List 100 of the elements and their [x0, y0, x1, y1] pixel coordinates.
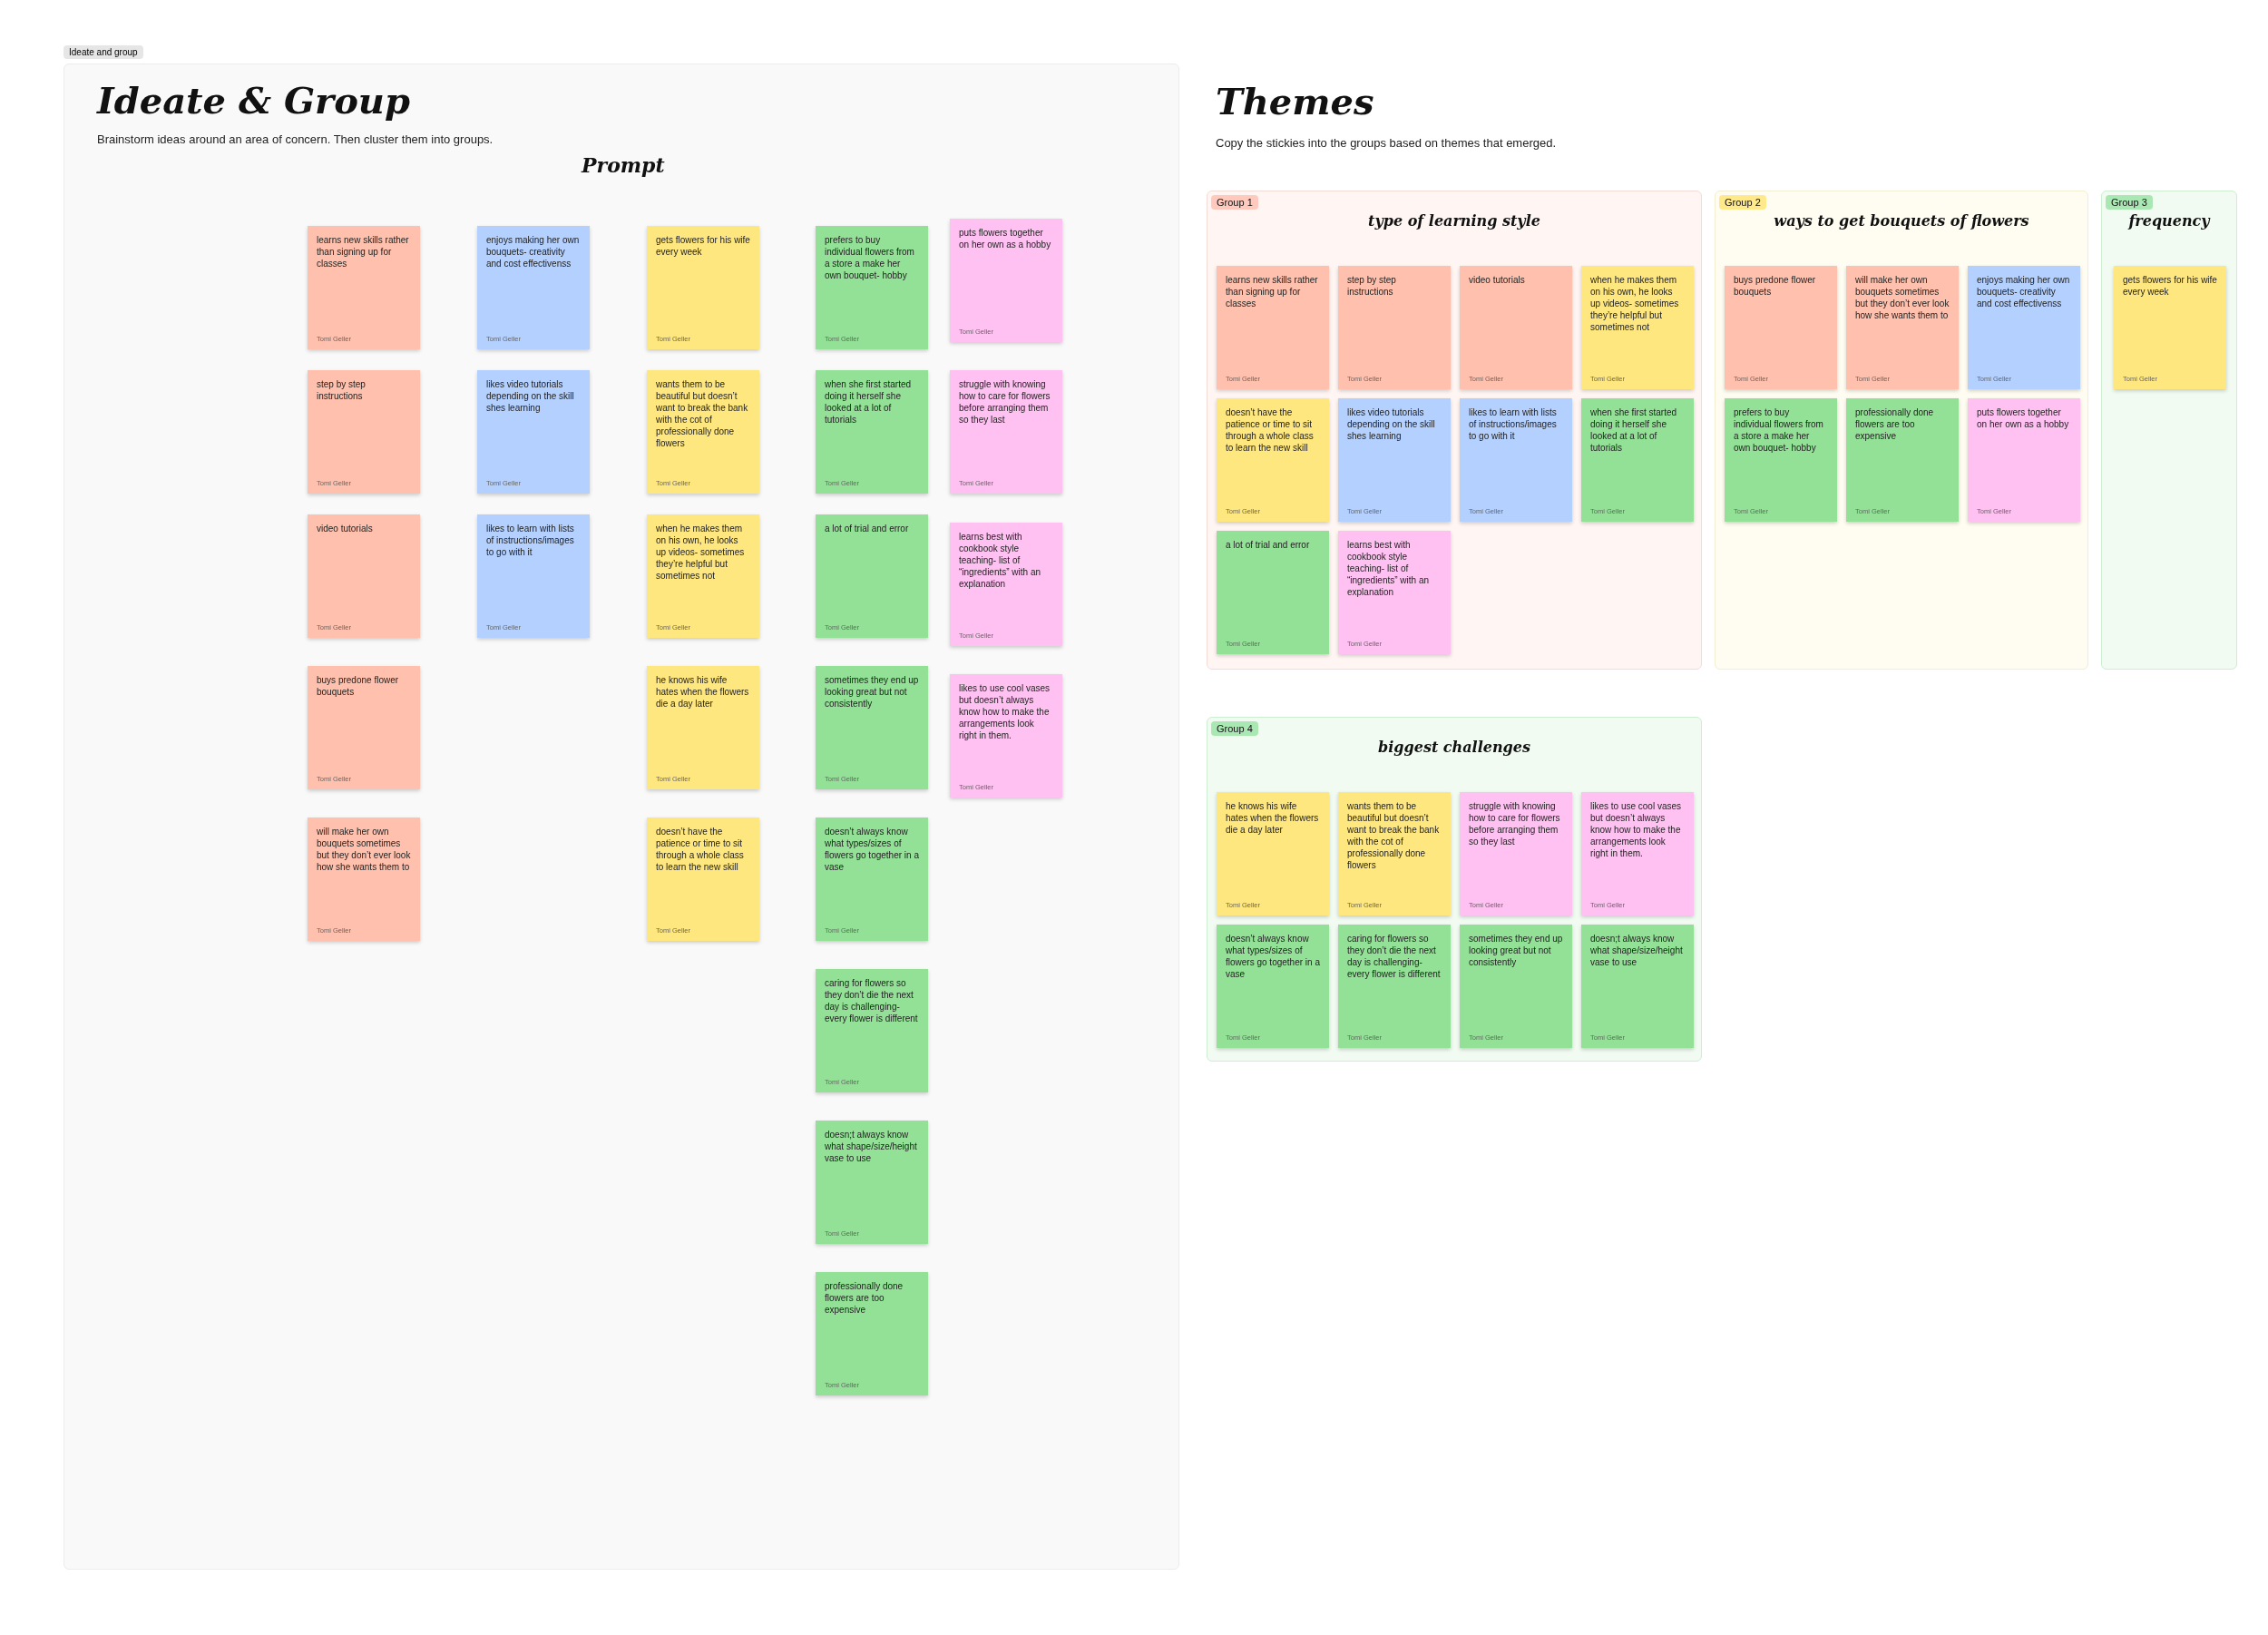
group-panel — [1207, 717, 1702, 1062]
note-text: when he makes them on his own, he looks up videos- sometimes they’re helpful but sometimes not — [656, 523, 746, 582]
note-text: prefers to buy individual flowers from a store a make her own bouquet- hobby — [825, 234, 915, 281]
sticky-note — [1338, 531, 1451, 654]
sticky-note — [1581, 925, 1694, 1048]
group-tag: Group 3 — [2106, 195, 2153, 210]
prompt-heading: Prompt — [582, 153, 665, 177]
sticky-note — [816, 370, 928, 494]
note-text: caring for flowers so they don’t die the next day is challenging- every flower is different — [825, 977, 919, 1024]
sticky-note — [816, 514, 928, 638]
sticky-note — [308, 818, 420, 941]
sticky-note — [647, 370, 759, 494]
sticky-note — [816, 969, 928, 1092]
sticky-note — [816, 1272, 928, 1395]
note-text: will make her own bouquets sometimes but they don’t ever look how she wants them to — [317, 826, 411, 873]
sticky-note — [816, 818, 928, 941]
note-text: gets flowers for his wife every week — [2123, 274, 2217, 298]
sticky-note — [477, 226, 590, 349]
sticky-note — [1460, 398, 1572, 522]
sticky-note — [816, 226, 928, 349]
note-text: likes video tutorials depending on the skill shes learning — [1347, 406, 1436, 442]
sticky-note — [477, 370, 590, 494]
sticky-note — [308, 370, 420, 494]
sticky-note — [1846, 398, 1959, 522]
sticky-note — [1338, 925, 1451, 1048]
sticky-note — [1581, 266, 1694, 389]
sticky-note — [1217, 925, 1329, 1048]
group-title: ways to get bouquets of flowers — [1773, 213, 2030, 230]
note-text: likes video tutorials depending on the skill shes learning — [486, 378, 575, 414]
note-text: puts flowers together on her own as a hobby — [1977, 406, 2070, 430]
note-text: buys predone flower bouquets — [317, 674, 400, 698]
group-panel — [1715, 191, 2088, 670]
note-text: doesn;t always know what shape/size/height vase to use — [1590, 933, 1684, 968]
sticky-note — [1846, 266, 1959, 389]
group-panel — [1207, 191, 1702, 670]
board-description: Brainstorm ideas around an area of concern. Then cluster them into groups. — [97, 132, 494, 146]
note-text: struggle with knowing how to care for flowers before arranging them so they last — [959, 378, 1051, 426]
note-text: doesn;t always know what shape/size/height vase to use — [825, 1129, 918, 1164]
sticky-note — [1581, 398, 1694, 522]
sticky-note — [647, 818, 759, 941]
note-text: doesn’t always know what types/sizes of flowers go together in a vase — [825, 826, 919, 873]
sticky-note — [308, 226, 420, 349]
group-tag: Group 1 — [1211, 195, 1258, 210]
sticky-note — [477, 514, 590, 638]
note-text: doesn’t have the patience or time to sit through a whole class to learn the new skill — [656, 826, 745, 873]
sticky-note — [2114, 266, 2226, 389]
note-text: likes to use cool vases but doesn’t always know how to make the arrangements look right in them. — [1590, 800, 1683, 859]
note-text: he knows his wife hates when the flowers die a day later — [1226, 800, 1320, 836]
group-tag: Group 4 — [1211, 721, 1258, 736]
note-text: enjoys making her own bouquets- creativity and cost effectivenss — [486, 234, 581, 269]
note-text: will make her own bouquets sometimes but they don’t ever look how she wants them to — [1855, 274, 1950, 321]
note-text: a lot of trial and error — [825, 523, 910, 534]
sticky-note — [816, 1121, 928, 1244]
sticky-note — [1581, 792, 1694, 915]
sticky-note — [950, 674, 1062, 798]
sticky-note — [1217, 398, 1329, 522]
note-text: he knows his wife hates when the flowers die a day later — [656, 674, 750, 710]
sticky-note — [308, 514, 420, 638]
sticky-note — [1338, 266, 1451, 389]
sticky-note — [1217, 792, 1329, 915]
note-text: video tutorials — [1469, 274, 1526, 286]
note-text: sometimes they end up looking great but not consistently — [1469, 933, 1563, 968]
sticky-note — [647, 226, 759, 349]
note-text: wants them to be beautiful but doesn’t want to break the bank with the cot of professionally done flowers — [656, 378, 749, 449]
sticky-note — [1338, 792, 1451, 915]
sticky-note — [1725, 266, 1837, 389]
note-text: puts flowers together on her own as a hobby — [959, 227, 1052, 250]
note-text: learns best with cookbook style teaching- list of “ingredients” with an explanation — [1347, 539, 1431, 598]
note-text: professionally done flowers are too expensive — [1855, 406, 1935, 442]
sticky-note — [647, 666, 759, 789]
note-text: prefers to buy individual flowers from a store a make her own bouquet- hobby — [1734, 406, 1824, 454]
sticky-note — [1968, 266, 2080, 389]
note-text: doesn’t always know what types/sizes of flowers go together in a vase — [1226, 933, 1320, 980]
sticky-note — [308, 666, 420, 789]
sticky-note — [1460, 925, 1572, 1048]
note-text: learns new skills rather than signing up for classes — [317, 234, 410, 269]
sticky-note — [1725, 398, 1837, 522]
sticky-note — [1217, 531, 1329, 654]
note-text: likes to learn with lists of instructions/images to go with it — [486, 523, 575, 558]
section-heading: Themes — [1216, 80, 1374, 122]
note-text: professionally done flowers are too expensive — [825, 1280, 904, 1316]
sticky-note — [950, 219, 1062, 342]
note-text: doesn’t have the patience or time to sit through a whole class to learn the new skill — [1226, 406, 1315, 454]
note-text: enjoys making her own bouquets- creativity and cost effectivenss — [1977, 274, 2071, 309]
sticky-note — [816, 666, 928, 789]
note-text: buys predone flower bouquets — [1734, 274, 1817, 298]
group-title: biggest challenges — [1377, 739, 1531, 757]
note-text: when she first started doing it herself she looked at a lot of tutorials — [825, 378, 913, 426]
board-frame — [64, 64, 1179, 1570]
note-text: caring for flowers so they don’t die the next day is challenging- every flower is different — [1347, 933, 1442, 980]
note-text: sometimes they end up looking great but not consistently — [825, 674, 919, 710]
note-text: learns new skills rather than signing up for classes — [1226, 274, 1319, 309]
note-text: learns best with cookbook style teaching- list of “ingredients” with an explanation — [959, 531, 1042, 590]
note-text: when he makes them on his own, he looks up videos- sometimes they’re helpful but sometimes not — [1590, 274, 1680, 333]
section-description: Copy the stickies into the groups based on themes that emerged. — [1216, 136, 1557, 150]
sticky-note — [950, 370, 1062, 494]
note-text: step by step instructions — [1347, 274, 1397, 298]
note-text: likes to learn with lists of instructions/images to go with it — [1469, 406, 1558, 442]
note-text: struggle with knowing how to care for flowers before arranging them so they last — [1469, 800, 1561, 847]
note-text: a lot of trial and error — [1226, 539, 1311, 551]
